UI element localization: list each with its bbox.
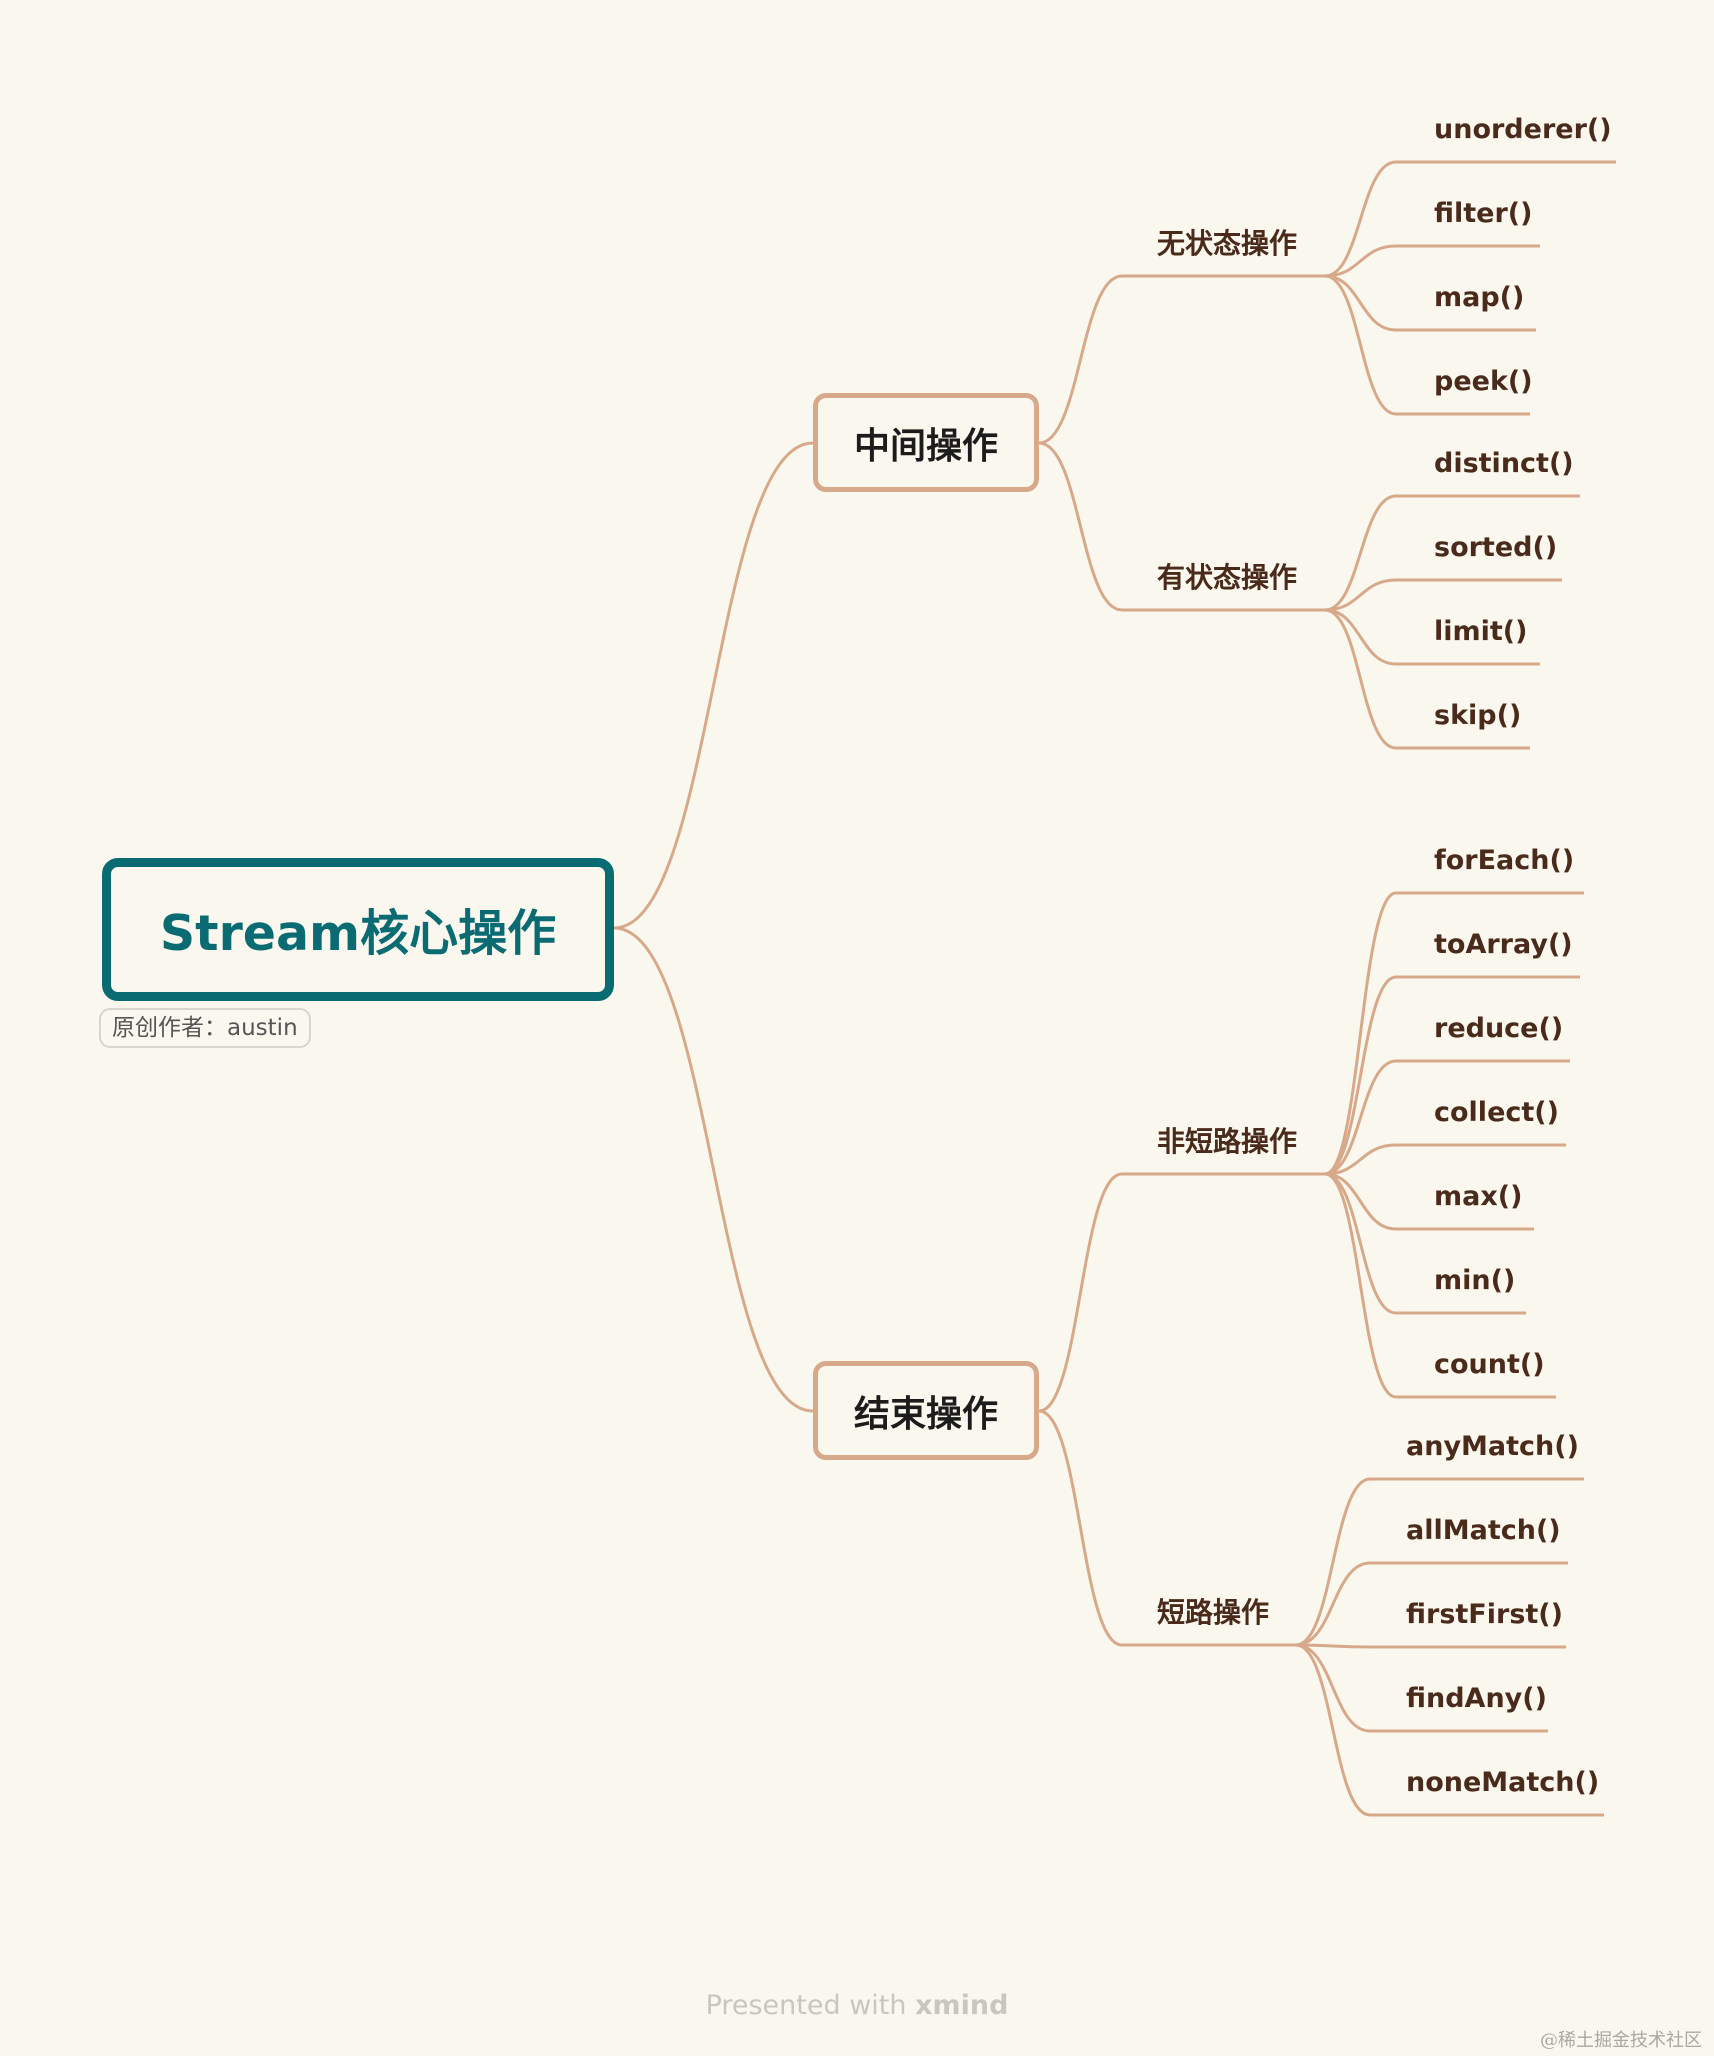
main-topic-intermediate[interactable]: 中间操作 xyxy=(813,393,1039,492)
subtopic-to-leaf-line xyxy=(1324,494,1397,612)
leaf-map[interactable]: map() xyxy=(1434,282,1525,313)
subtopic-stateful[interactable]: 有状态操作 xyxy=(1157,561,1298,594)
leaf-anymatch[interactable]: anyMatch() xyxy=(1406,1431,1579,1462)
main-to-subtopic-line xyxy=(1038,441,1123,612)
main-to-subtopic-line xyxy=(1038,1409,1123,1647)
subtopic-to-leaf-line xyxy=(1295,1643,1371,1649)
subtopic-to-leaf-line xyxy=(1324,274,1397,416)
footer-brand: xmind xyxy=(915,1990,1009,2021)
subtopic-to-leaf-line xyxy=(1324,1172,1397,1399)
main-topic-label: 中间操作 xyxy=(853,425,998,467)
subtopic-to-leaf-line xyxy=(1324,891,1397,1176)
footer-prefix: Presented with xyxy=(705,1990,916,2021)
leaf-reduce[interactable]: reduce() xyxy=(1434,1013,1564,1044)
subtopic-to-leaf-line xyxy=(1324,578,1397,612)
footer-credit: Presented with xmind xyxy=(0,1990,1714,2021)
subtopic-short-circuit[interactable]: 短路操作 xyxy=(1157,1596,1270,1629)
root-to-terminal-line xyxy=(613,926,814,1413)
root-topic-label: Stream核心操作 xyxy=(159,905,557,962)
subtopic-to-leaf-line xyxy=(1324,244,1397,278)
main-to-subtopic-line xyxy=(1038,1172,1123,1413)
subtopic-to-leaf-line xyxy=(1324,274,1397,332)
root-topic[interactable]: Stream核心操作 xyxy=(102,858,614,1001)
author-note: 原创作者：austin xyxy=(99,1008,311,1048)
watermark: @稀土掘金技术社区 xyxy=(1540,2030,1702,2051)
leaf-peek[interactable]: peek() xyxy=(1434,366,1533,397)
leaf-sorted[interactable]: sorted() xyxy=(1434,532,1558,563)
leaf-collect[interactable]: collect() xyxy=(1434,1097,1559,1128)
subtopic-to-leaf-line xyxy=(1295,1477,1371,1647)
subtopic-to-leaf-line xyxy=(1324,1143,1397,1176)
leaf-unorderer[interactable]: unorderer() xyxy=(1434,114,1612,145)
main-topic-terminal[interactable]: 结束操作 xyxy=(813,1361,1039,1460)
subtopic-to-leaf-line xyxy=(1324,975,1397,1176)
subtopic-to-leaf-line xyxy=(1324,608,1397,750)
subtopic-to-leaf-line xyxy=(1324,160,1397,278)
leaf-distinct[interactable]: distinct() xyxy=(1434,448,1574,479)
leaf-max[interactable]: max() xyxy=(1434,1181,1523,1212)
subtopic-to-leaf-line xyxy=(1324,1059,1397,1176)
leaf-allmatch[interactable]: allMatch() xyxy=(1406,1515,1561,1546)
subtopic-to-leaf-line xyxy=(1295,1643,1371,1733)
subtopic-stateless[interactable]: 无状态操作 xyxy=(1157,227,1298,260)
leaf-firstfirst[interactable]: firstFirst() xyxy=(1406,1599,1563,1630)
subtopic-to-leaf-line xyxy=(1324,1172,1397,1231)
main-to-subtopic-line xyxy=(1038,274,1123,445)
leaf-filter[interactable]: filter() xyxy=(1434,198,1533,229)
leaf-min[interactable]: min() xyxy=(1434,1265,1516,1296)
root-to-intermediate-line xyxy=(613,441,814,930)
subtopic-to-leaf-line xyxy=(1324,608,1397,666)
leaf-foreach[interactable]: forEach() xyxy=(1434,845,1575,876)
subtopic-non-short-circuit[interactable]: 非短路操作 xyxy=(1157,1125,1298,1158)
leaf-count[interactable]: count() xyxy=(1434,1349,1545,1380)
leaf-findany[interactable]: findAny() xyxy=(1406,1683,1547,1714)
leaf-nonematch[interactable]: noneMatch() xyxy=(1406,1767,1600,1798)
subtopic-to-leaf-line xyxy=(1295,1561,1371,1647)
leaf-limit[interactable]: limit() xyxy=(1434,616,1528,647)
leaf-toarray[interactable]: toArray() xyxy=(1434,929,1573,960)
subtopic-to-leaf-line xyxy=(1295,1643,1371,1817)
subtopic-to-leaf-line xyxy=(1324,1172,1397,1315)
main-topic-label: 结束操作 xyxy=(853,1393,998,1435)
leaf-skip[interactable]: skip() xyxy=(1434,700,1522,731)
